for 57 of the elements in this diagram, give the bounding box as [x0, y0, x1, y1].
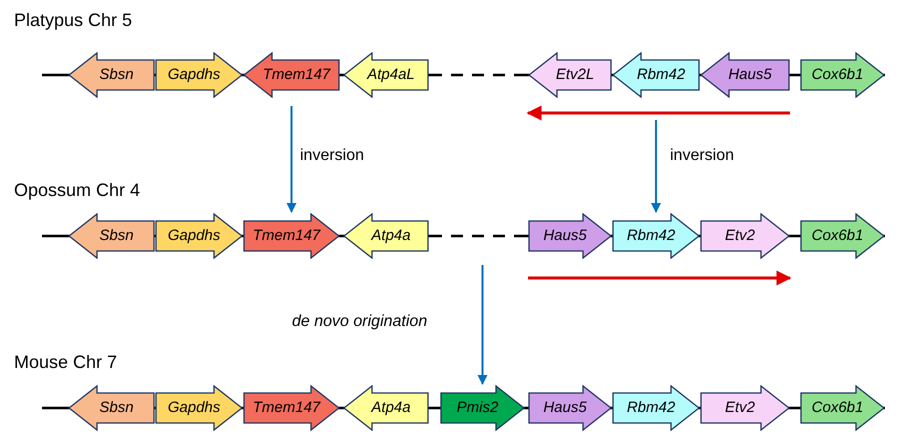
gene-block [612, 52, 700, 98]
gene-name: Tmem147 [252, 398, 322, 418]
gene-block [343, 385, 429, 431]
gene-name: Cox6b1 [810, 398, 864, 418]
gene-block [68, 213, 155, 259]
gene-block [612, 213, 700, 259]
gene-name: Etv2 [724, 398, 756, 418]
gene-name: Haus5 [727, 65, 773, 85]
gene-block [800, 213, 885, 259]
gene-name: Pmis2 [456, 398, 500, 418]
gene-name: Cox6b1 [810, 226, 864, 246]
gene-block [440, 385, 525, 431]
gene-name: Tmem147 [252, 226, 322, 246]
gene-block [243, 213, 340, 259]
gene-name: Cox6b1 [810, 65, 864, 85]
arrow [651, 120, 661, 213]
gene-block [800, 52, 885, 98]
gene-name: Etv2L [554, 65, 596, 85]
gene-name: Sbsn [98, 226, 135, 246]
gene-name: Atp4a [370, 398, 412, 418]
arrow [286, 106, 296, 213]
gene-block [528, 52, 612, 98]
gene-block [243, 52, 340, 98]
arrow [478, 265, 488, 385]
gene-block [155, 385, 243, 431]
gene-name: Atp4aL [366, 65, 416, 85]
edge-label: de novo origination [290, 313, 430, 331]
gene-block [155, 52, 243, 98]
gene-name: Sbsn [98, 65, 135, 85]
gene-name: Etv2 [724, 226, 756, 246]
gene-name: Atp4a [370, 226, 412, 246]
gene-block [343, 213, 429, 259]
gene-name: Haus5 [542, 398, 588, 418]
gene-block [528, 385, 612, 431]
gene-block [700, 52, 790, 98]
gene-block [612, 385, 700, 431]
chromosome-title: Platypus Chr 5 [14, 10, 132, 31]
gene-name: Haus5 [542, 226, 588, 246]
gene-name: Sbsn [98, 398, 135, 418]
gene-name: Gapdhs [166, 65, 222, 85]
gene-name: Gapdhs [166, 398, 222, 418]
gene-block [68, 385, 155, 431]
gene-block [243, 385, 340, 431]
gene-block [528, 213, 612, 259]
gene-block [800, 385, 885, 431]
chromosome-title: Opossum Chr 4 [14, 180, 140, 201]
gene-name: Rbm42 [626, 398, 676, 418]
gene-block [155, 213, 243, 259]
gene-block [343, 52, 429, 98]
gene-name: Tmem147 [262, 65, 332, 85]
gene-name: Rbm42 [636, 65, 686, 85]
gene-block [68, 52, 155, 98]
gene-name: Rbm42 [626, 226, 676, 246]
gene-name: Gapdhs [166, 226, 222, 246]
gene-block [700, 385, 790, 431]
gene-block [700, 213, 790, 259]
chromosome-title: Mouse Chr 7 [14, 352, 118, 373]
